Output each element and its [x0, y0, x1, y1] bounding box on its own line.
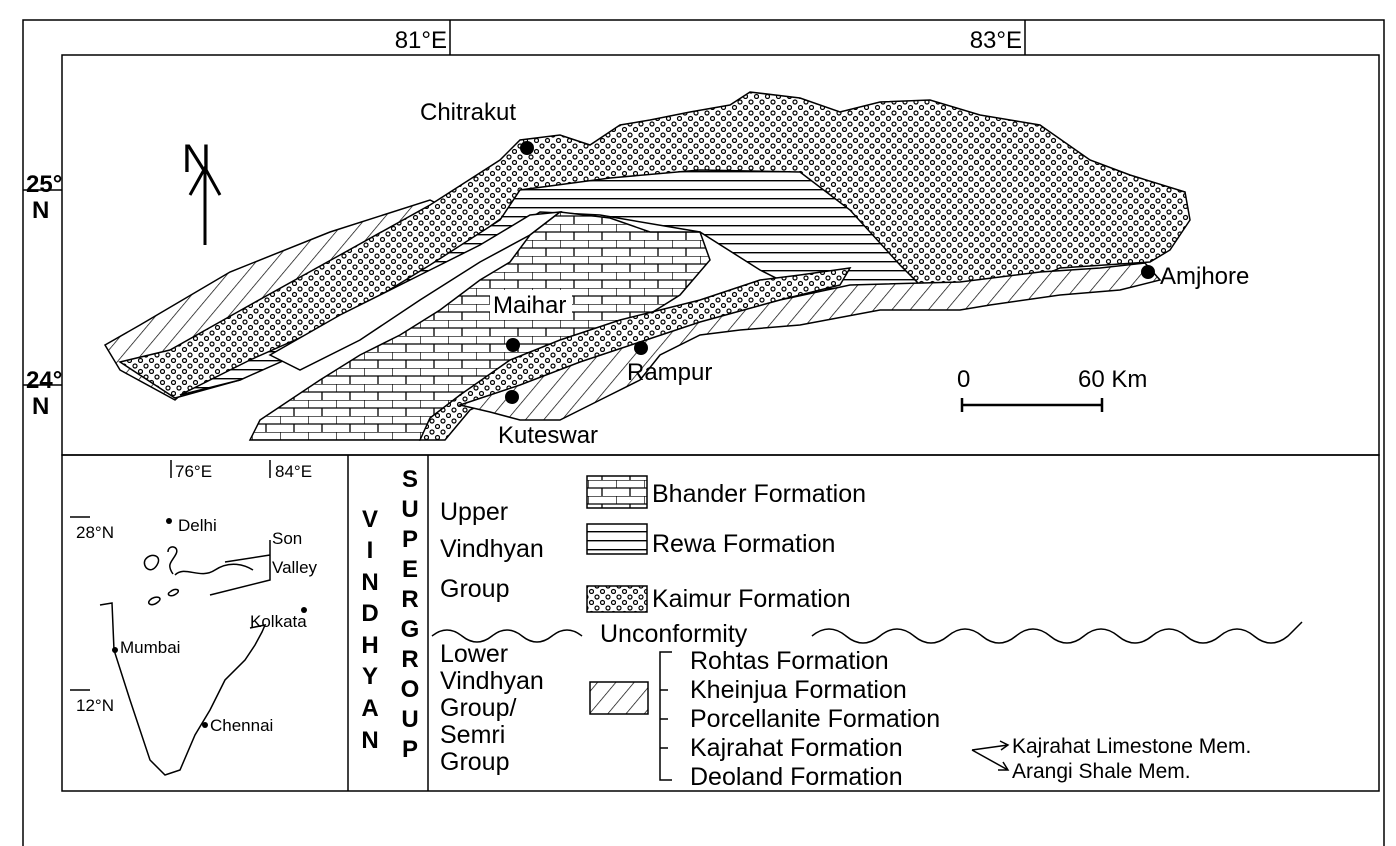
legend-lower-formations: Rohtas Formation Kheinjua Formation Porc…	[690, 647, 940, 791]
supergroup-label: S U P E R G R O U P	[401, 466, 420, 763]
svg-text:76°E: 76°E	[175, 462, 212, 481]
svg-text:Group: Group	[440, 575, 509, 603]
svg-text:E: E	[402, 556, 418, 583]
svg-text:Y: Y	[362, 663, 378, 690]
svg-text:Unconformity: Unconformity	[600, 620, 748, 648]
svg-text:Kajrahat Limestone Mem.: Kajrahat Limestone Mem.	[1012, 735, 1251, 758]
svg-text:Rampur: Rampur	[627, 359, 712, 386]
svg-text:Mumbai: Mumbai	[120, 638, 180, 657]
svg-text:Semri: Semri	[440, 721, 505, 749]
svg-text:O: O	[401, 676, 420, 703]
place-rampur: Rampur	[627, 341, 712, 386]
legend-frame	[61, 454, 1380, 792]
svg-text:D: D	[361, 600, 378, 627]
svg-text:Rewa Formation: Rewa Formation	[652, 530, 835, 558]
svg-text:Group/: Group/	[440, 694, 516, 722]
svg-text:28°N: 28°N	[76, 523, 114, 542]
svg-text:A: A	[361, 695, 378, 722]
svg-text:U: U	[401, 496, 418, 523]
lat-label-25: 25°	[26, 171, 62, 198]
outer-frame	[22, 19, 1385, 846]
svg-text:Arangi Shale Mem.: Arangi Shale Mem.	[1012, 760, 1191, 783]
svg-text:Kaimur Formation: Kaimur Formation	[652, 585, 851, 613]
svg-text:Kolkata: Kolkata	[250, 612, 307, 631]
svg-text:P: P	[402, 736, 418, 763]
lower-vindhyan-south	[457, 262, 1162, 421]
place-kuteswar: Kuteswar	[498, 390, 598, 449]
place-amjhore: Amjhore	[1141, 263, 1249, 290]
svg-text:R: R	[401, 646, 418, 673]
svg-text:Maihar: Maihar	[493, 292, 566, 319]
svg-text:Kajrahat Formation: Kajrahat Formation	[690, 734, 903, 762]
legend-lower-group: Lower Vindhyan Group/ Semri Group	[440, 640, 544, 776]
svg-text:Upper: Upper	[440, 498, 508, 526]
svg-text:Deoland Formation: Deoland Formation	[690, 763, 903, 791]
svg-text:N: N	[361, 727, 378, 754]
svg-text:Lower: Lower	[440, 640, 508, 668]
svg-text:60 Km: 60 Km	[1078, 366, 1147, 393]
svg-text:V: V	[362, 506, 378, 533]
lon-label-81: 81°E	[395, 27, 447, 54]
legend-members: Kajrahat Limestone Mem. Arangi Shale Mem…	[1012, 735, 1251, 783]
svg-text:Bhander Formation: Bhander Formation	[652, 480, 866, 508]
place-chitrakut: Chitrakut	[420, 99, 534, 155]
svg-text:Amjhore: Amjhore	[1160, 263, 1249, 290]
lon-label-83: 83°E	[970, 27, 1022, 54]
svg-text:Vindhyan: Vindhyan	[440, 667, 544, 695]
svg-text:Valley: Valley	[272, 558, 318, 577]
svg-text:Kuteswar: Kuteswar	[498, 422, 598, 449]
svg-text:Delhi: Delhi	[178, 516, 217, 535]
svg-text:S: S	[402, 466, 418, 493]
north-arrow-icon	[188, 164, 222, 245]
vindhyan-label: V I N D H Y A N	[361, 506, 378, 754]
svg-text:Vindhyan: Vindhyan	[440, 535, 544, 563]
legend-bhander: Bhander Formation	[586, 475, 866, 509]
lat-label-24: 24°	[26, 367, 62, 394]
legend-lower-vindhyan	[589, 681, 649, 715]
svg-text:Chitrakut: Chitrakut	[420, 99, 516, 126]
svg-text:Chennai: Chennai	[210, 716, 273, 735]
north-label: N	[182, 137, 211, 181]
svg-text:12°N: 12°N	[76, 696, 114, 715]
place-maihar: Maihar	[490, 290, 572, 352]
svg-text:I: I	[367, 537, 374, 564]
svg-text:G: G	[401, 616, 420, 643]
legend-kaimur: Kaimur Formation	[586, 585, 851, 613]
svg-text:R: R	[401, 586, 418, 613]
svg-text:U: U	[401, 706, 418, 733]
lat-label-25-n: N	[32, 197, 49, 224]
svg-text:0: 0	[957, 366, 970, 393]
svg-text:H: H	[361, 632, 378, 659]
svg-text:Group: Group	[440, 748, 509, 776]
lower-formation-bracket	[659, 651, 672, 781]
inset-india-map: 76°E 84°E 28°N 12°N Delhi Mumbai Kolkata…	[70, 460, 318, 776]
legend-rewa: Rewa Formation	[586, 523, 835, 558]
scale-bar: 0 60 Km	[957, 366, 1147, 412]
legend-upper-group: Upper Vindhyan Group	[440, 498, 544, 603]
svg-text:N: N	[361, 569, 378, 596]
lat-label-24-n: N	[32, 393, 49, 420]
svg-text:P: P	[402, 526, 418, 553]
unconformity-line: Unconformity	[431, 620, 1303, 648]
svg-text:Porcellanite Formation: Porcellanite Formation	[690, 705, 940, 733]
svg-text:Rohtas Formation: Rohtas Formation	[690, 647, 889, 675]
svg-text:Son: Son	[272, 529, 302, 548]
svg-text:Kheinjua Formation: Kheinjua Formation	[690, 676, 907, 704]
svg-text:84°E: 84°E	[275, 462, 312, 481]
kajrahat-member-arrows	[971, 740, 1010, 771]
